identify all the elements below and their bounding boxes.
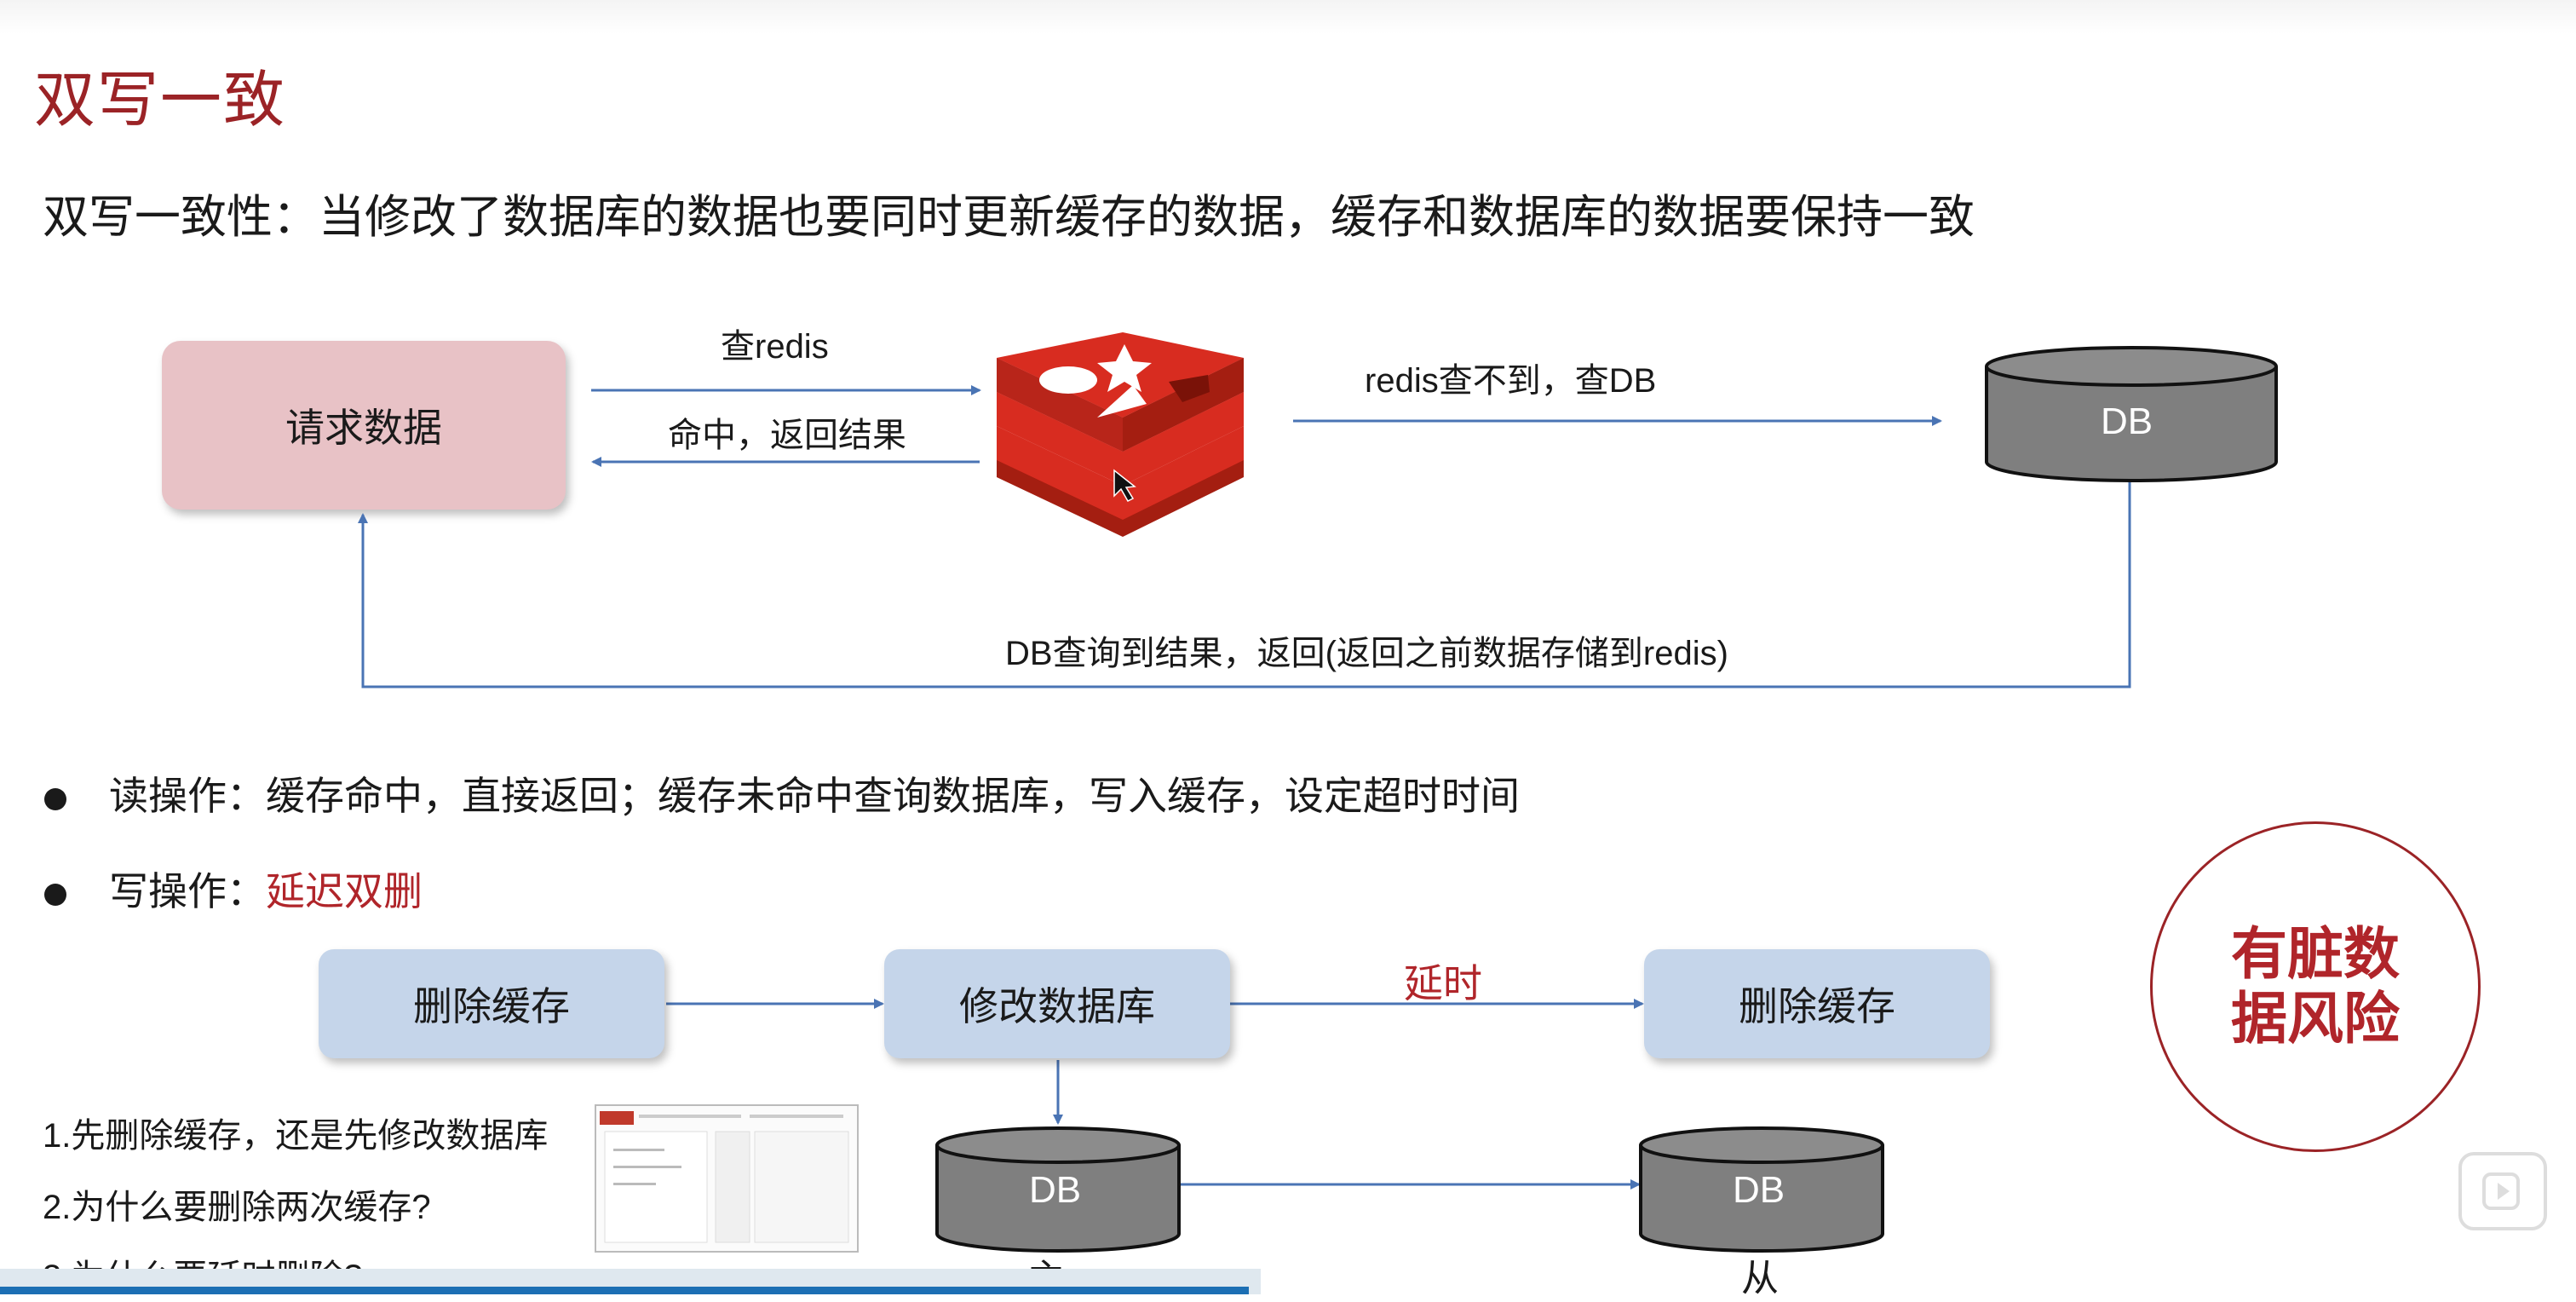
step-update-db: 修改数据库 <box>884 949 1230 1058</box>
question-1: 1.先删除缓存，还是先修改数据库 <box>43 1117 549 1155</box>
step2-label: 修改数据库 <box>959 984 1155 1028</box>
db-label: DB <box>2101 400 2153 442</box>
bullet-write-strategy: 延迟双删 <box>266 869 423 913</box>
bullet-write-prefix: 写操作： <box>109 869 266 913</box>
db-slave-cylinder-icon <box>1639 1126 1884 1253</box>
bullet-read: 读操作：缓存命中，直接返回；缓存未命中查询数据库，写入缓存，设定超时时间 <box>44 765 1520 821</box>
step1-label: 删除缓存 <box>413 984 570 1028</box>
db-slave-caption: 从 <box>1741 1258 1779 1299</box>
dirty-data-risk-badge: 有脏数据风险 <box>2150 821 2481 1152</box>
top-bar <box>0 0 2576 34</box>
slide-subtitle: 双写一致性：当修改了数据库的数据也要同时更新缓存的数据，缓存和数据库的数据要保持… <box>43 192 1975 243</box>
slide-title: 双写一致 <box>34 66 287 135</box>
request-data-box: 请求数据 <box>162 341 566 510</box>
db-slave-label: DB <box>1733 1169 1785 1211</box>
play-triangle <box>2482 1172 2520 1210</box>
bullet-write: 写操作：延迟双删 <box>44 861 423 917</box>
label-query-redis: 查redis <box>721 328 829 366</box>
db-master-label: DB <box>1029 1169 1082 1211</box>
step3-label: 删除缓存 <box>1739 984 1895 1028</box>
thumbnail-preview[interactable] <box>595 1104 859 1253</box>
label-miss-query-db: redis查不到，查DB <box>1365 362 1657 400</box>
label-return-path: DB查询到结果，返回(返回之前数据存储到redis) <box>1005 635 1728 672</box>
cursor-icon <box>1113 469 1136 502</box>
request-data-label: 请求数据 <box>285 406 442 450</box>
return-path <box>358 479 2131 688</box>
bullet-dot-icon <box>44 787 66 810</box>
risk-badge-text: 有脏数据风险 <box>2231 922 2400 1050</box>
db-master-cylinder-icon <box>935 1126 1181 1253</box>
delay-label: 延时 <box>1404 961 1482 1005</box>
play-icon[interactable] <box>2458 1152 2547 1230</box>
thumbnail-content <box>600 1111 849 1243</box>
step-delete-cache-2: 删除缓存 <box>1644 949 1990 1058</box>
step-delete-cache-1: 删除缓存 <box>319 949 664 1058</box>
bullet-dot-icon <box>44 883 66 906</box>
bullet-read-text: 读操作：缓存命中，直接返回；缓存未命中查询数据库，写入缓存，设定超时时间 <box>109 774 1520 818</box>
db-cylinder-icon <box>1985 346 2278 482</box>
video-progress-fill <box>0 1287 1249 1294</box>
question-2: 2.为什么要删除两次缓存? <box>43 1189 431 1226</box>
label-hit-return: 命中，返回结果 <box>668 417 906 454</box>
redis-logo-icon <box>997 332 1244 537</box>
